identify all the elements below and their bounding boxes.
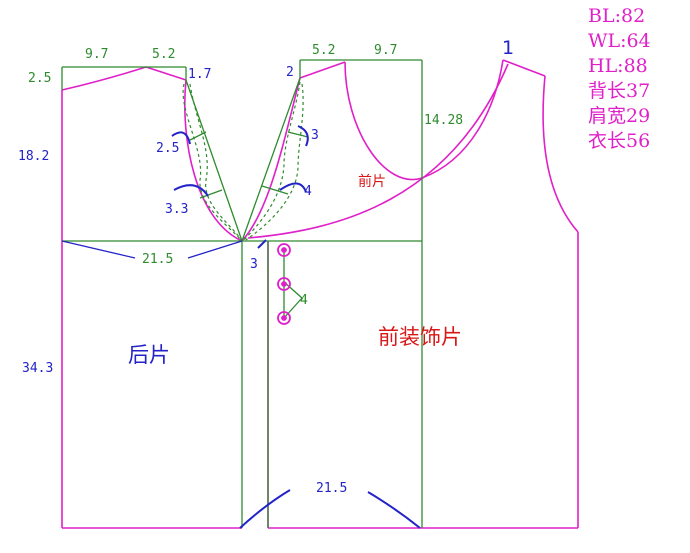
back-dart-lines [182,83,243,242]
front-shoulder-right-label: 9.7 [374,43,397,58]
back-panel-label: 后片 [128,343,170,367]
front-shoulder-left-label: 5.2 [312,43,335,58]
front-piece-outline [241,59,579,529]
back-neck-point-label: 1.7 [188,67,211,82]
back-dart-small-label: 2.5 [156,141,179,156]
hem-width-label: 21.5 [316,481,347,496]
front-point-2-label: 2 [286,65,294,80]
back-construction [61,66,243,528]
center-mark-label: 3 [250,257,258,272]
measurement-back-length: 背长37 [588,80,650,102]
chest-width-label: 21.5 [142,252,173,267]
measurement-shoulder-width: 肩宽29 [588,105,650,127]
front-panel-small-label: 前片 [358,173,386,190]
button-middle [277,277,291,291]
front-dart-lines [243,81,304,241]
back-dart-large-label: 3.3 [165,202,188,217]
front-construction [241,59,423,528]
decor-panel-label: 前装饰片 [378,325,462,349]
back-shoulder-right-label: 5.2 [152,47,175,62]
dimension-arcs [171,125,421,529]
front-armhole-depth-label: 14.28 [424,113,463,128]
measurement-waist: WL:64 [588,30,651,52]
button-spacing-label: 4 [300,293,308,308]
button-bottom [277,311,291,325]
chest-guide [61,240,243,259]
point-1-label: 1 [502,37,514,59]
button-top [277,243,291,257]
front-dart-small-label: 3 [311,128,319,143]
back-shoulder-left-label: 9.7 [85,47,108,62]
back-piece-outline [61,66,243,529]
back-drop-label: 2.5 [28,71,51,86]
front-dart-large-label: 4 [304,184,312,199]
measurement-bust: BL:82 [588,5,645,27]
measurement-hip: HL:88 [588,55,648,77]
measurement-garment-length: 衣长56 [588,130,650,152]
back-armhole-depth-label: 18.2 [18,149,49,164]
button-markers [277,243,291,325]
back-length-label: 34.3 [22,361,53,376]
measurements-block: BL:82 WL:64 HL:88 背长37 肩宽29 衣长56 [588,5,651,152]
